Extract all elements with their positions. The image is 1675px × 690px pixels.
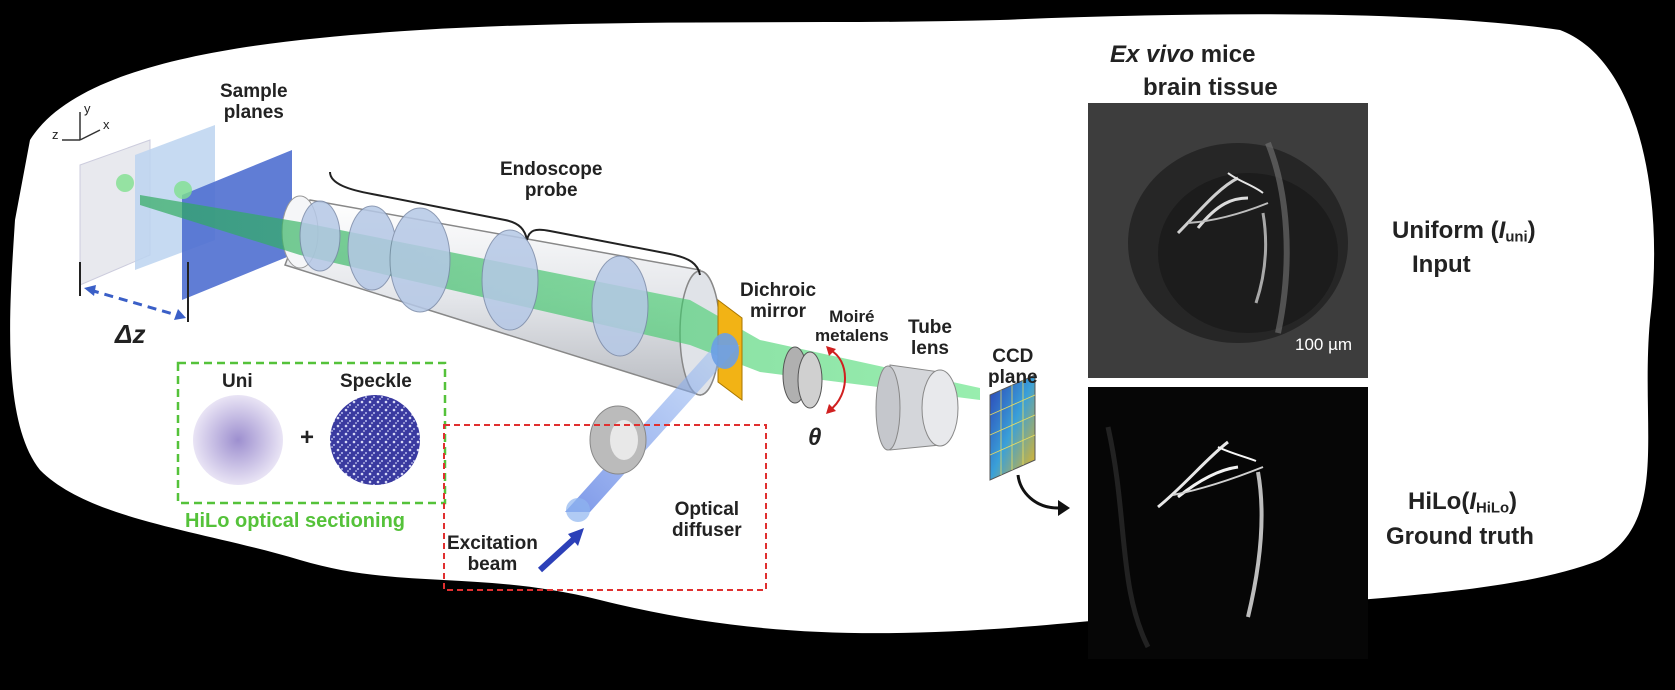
label-plus: + — [300, 424, 315, 451]
delta-z-arrow — [79, 262, 189, 322]
label-uni: Uni — [222, 371, 253, 392]
uniform-label-sub: uni — [1505, 229, 1528, 246]
input-label: Input — [1412, 251, 1471, 278]
panel-title-italic: Ex vivo — [1110, 41, 1195, 68]
panel-title-line2: brain tissue — [1143, 74, 1278, 101]
speckle-illumination-disc — [330, 395, 420, 485]
label-dichroic-mirror: Dichroic mirror — [740, 280, 817, 322]
ground-truth-label: Ground truth — [1386, 523, 1534, 550]
tube-lens — [875, 364, 959, 451]
label-theta: θ — [808, 424, 822, 451]
uniform-label-close: ) — [1527, 217, 1536, 244]
label-tube-lens: Tube lens — [908, 317, 952, 359]
hilo-label-close: ) — [1509, 488, 1518, 515]
uniform-input-image — [1088, 103, 1368, 378]
hilo-label-sub: HiLo — [1475, 500, 1510, 517]
panel-title-rest: mice — [1194, 41, 1256, 68]
uniform-label-text: Uniform ( — [1392, 217, 1499, 244]
label-optical-diffuser: Optical diffuser — [672, 499, 742, 541]
hilo-label-italic: I — [1469, 488, 1476, 515]
axis-label-x: x — [103, 117, 110, 132]
uniform-label-italic: I — [1498, 217, 1506, 244]
label-hilo-optical-sectioning: HiLo optical sectioning — [185, 510, 406, 532]
hilo-box — [176, 361, 447, 505]
axis-label-z: z — [52, 127, 59, 142]
uniform-illumination-disc — [193, 395, 283, 485]
uniform-label: Uniform (Iuni) — [1392, 217, 1536, 246]
moire-metalens — [782, 346, 846, 414]
label-moire-metalens: Moiré metalens — [815, 307, 889, 345]
axes-icon — [62, 112, 101, 141]
hilo-label: HiLo(IHiLo) — [1408, 488, 1518, 517]
axis-label-y: y — [84, 101, 91, 116]
output-arrow — [1016, 474, 1070, 516]
ccd-sensor — [989, 374, 1036, 481]
label-excitation-beam: Excitation beam — [447, 533, 538, 575]
excitation-box — [443, 424, 767, 591]
optical-diffuser — [589, 405, 647, 475]
endoscope-lenses — [299, 200, 649, 357]
label-endoscope-probe: Endoscope probe — [500, 159, 603, 201]
sample-planes — [79, 125, 292, 300]
excitation-arrowhead — [568, 528, 584, 546]
excitation-arrow — [537, 535, 578, 573]
hilo-ground-truth-image — [1088, 387, 1368, 659]
label-ccd-plane: CCD plane — [988, 346, 1038, 388]
label-speckle: Speckle — [340, 371, 412, 392]
panel-title: Ex vivo mice — [1110, 41, 1256, 68]
label-delta-z: Δz — [115, 319, 146, 349]
label-sample-planes: Sample planes — [220, 81, 288, 123]
scale-bar-label: 100 µm — [1295, 335, 1353, 354]
hilo-label-text: HiLo( — [1408, 488, 1470, 515]
